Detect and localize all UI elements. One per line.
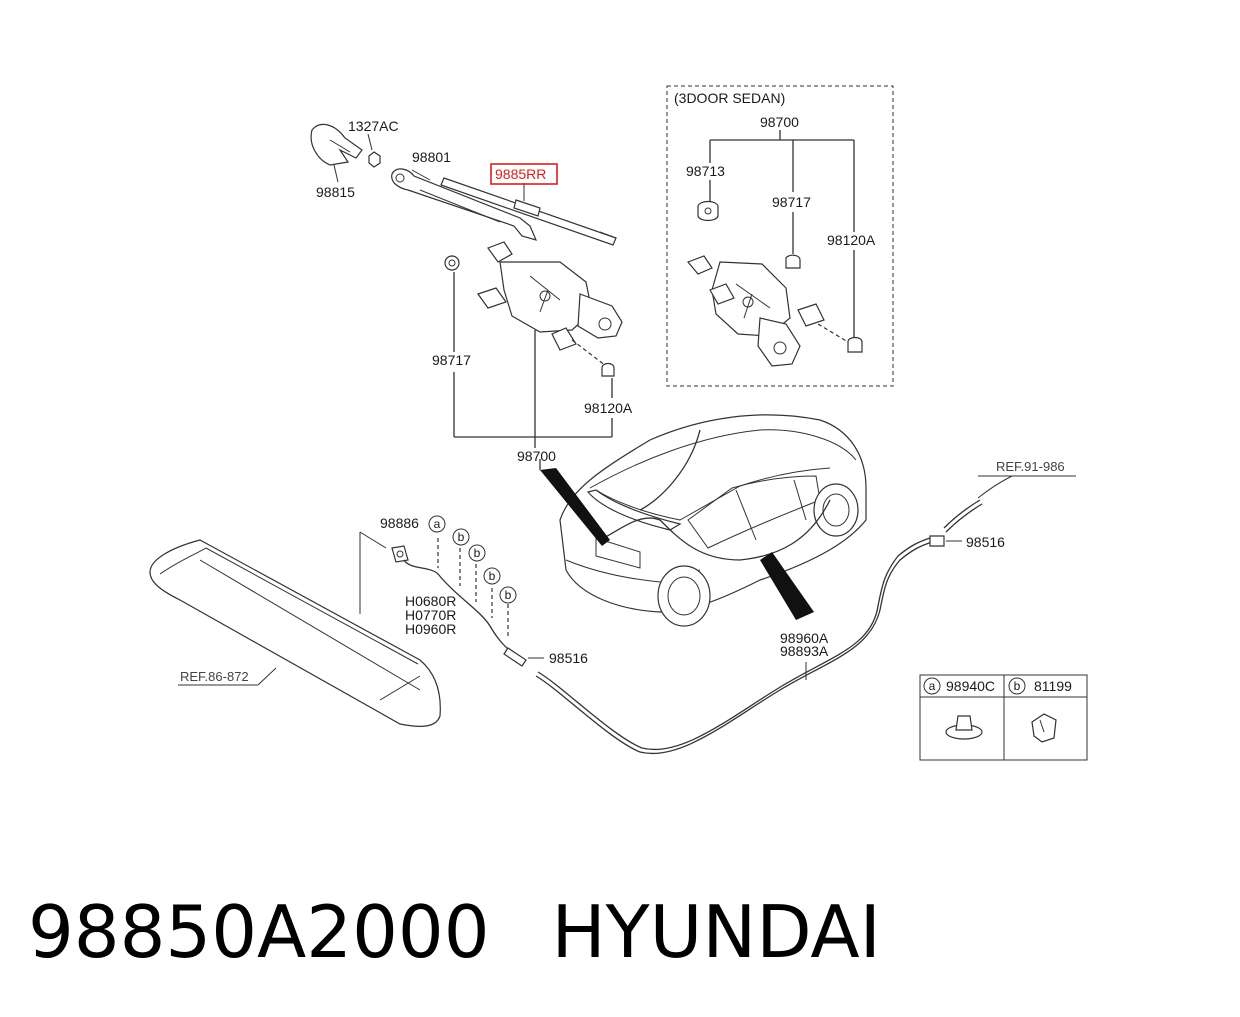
grommet-98940c-icon xyxy=(945,715,983,740)
wiper-blade-9885rr xyxy=(440,177,617,246)
wiper-arm-98801 xyxy=(391,168,538,241)
callout-b-circle xyxy=(483,567,501,585)
label-hose-h0770r: H0770R xyxy=(405,607,456,623)
callout-b-circle xyxy=(468,544,486,562)
label-98120a-main: 98120A xyxy=(584,400,633,416)
label-98960a: 98960A xyxy=(780,630,829,646)
label-98516-right: 98516 xyxy=(966,534,1005,550)
highlight-box-9885rr xyxy=(490,163,558,185)
label-1327ac: 1327AC xyxy=(348,118,399,134)
clip-81199-icon xyxy=(1031,713,1057,743)
label-98801: 98801 xyxy=(412,149,451,165)
label-98717-main: 98717 xyxy=(432,352,471,368)
label-98700-sedan: 98700 xyxy=(760,114,799,130)
label-98815: 98815 xyxy=(316,184,355,200)
callout-b-label: b xyxy=(458,530,465,544)
label-hose-h0680r: H0680R xyxy=(405,593,456,609)
wiper-cover-98815 xyxy=(310,123,363,166)
legend-a-circle xyxy=(923,677,941,695)
sedan-variant-box xyxy=(666,85,894,387)
sedan-box-title: (3DOOR SEDAN) xyxy=(674,90,785,106)
nut-1327ac xyxy=(368,151,381,168)
callout-b-label: b xyxy=(474,546,481,560)
label-98886: 98886 xyxy=(380,515,419,531)
callout-b-label: b xyxy=(489,569,496,583)
legend-a-part: 98940C xyxy=(946,678,995,694)
rear-spoiler xyxy=(149,539,441,727)
label-98120a-sedan: 98120A xyxy=(827,232,876,248)
label-98893a: 98893A xyxy=(780,643,829,659)
part-number: 98850A2000 xyxy=(28,890,490,974)
wiper-motor-sedan xyxy=(686,200,863,367)
legend-a-marker: a xyxy=(929,679,936,693)
callout-b-circle xyxy=(452,528,470,546)
label-98516-left: 98516 xyxy=(549,650,588,666)
label-98717-sedan: 98717 xyxy=(772,194,811,210)
part-caption: 98850A2000 HYUNDAI xyxy=(28,888,881,976)
label-ref-86-872: REF.86-872 xyxy=(180,669,249,684)
label-ref-91-986: REF.91-986 xyxy=(996,459,1065,474)
hatchback-car xyxy=(540,414,867,627)
label-hose-h0960r: H0960R xyxy=(405,621,456,637)
legend-b-part: 81199 xyxy=(1034,678,1072,694)
label-98713: 98713 xyxy=(686,163,725,179)
legend-table xyxy=(919,674,1088,761)
label-98700-main: 98700 xyxy=(517,448,556,464)
wiper-motor-main xyxy=(444,241,623,377)
callout-b-label: b xyxy=(505,588,512,602)
callout-a-label: a xyxy=(434,517,441,531)
legend-b-marker: b xyxy=(1014,679,1021,693)
legend-b-circle xyxy=(1008,677,1026,695)
callout-a-circle xyxy=(428,515,446,533)
brand-name: HYUNDAI xyxy=(551,890,881,974)
label-9885rr: 9885RR xyxy=(495,166,546,182)
washer-nozzle-98886 xyxy=(391,545,409,563)
callout-b-circle xyxy=(499,586,517,604)
